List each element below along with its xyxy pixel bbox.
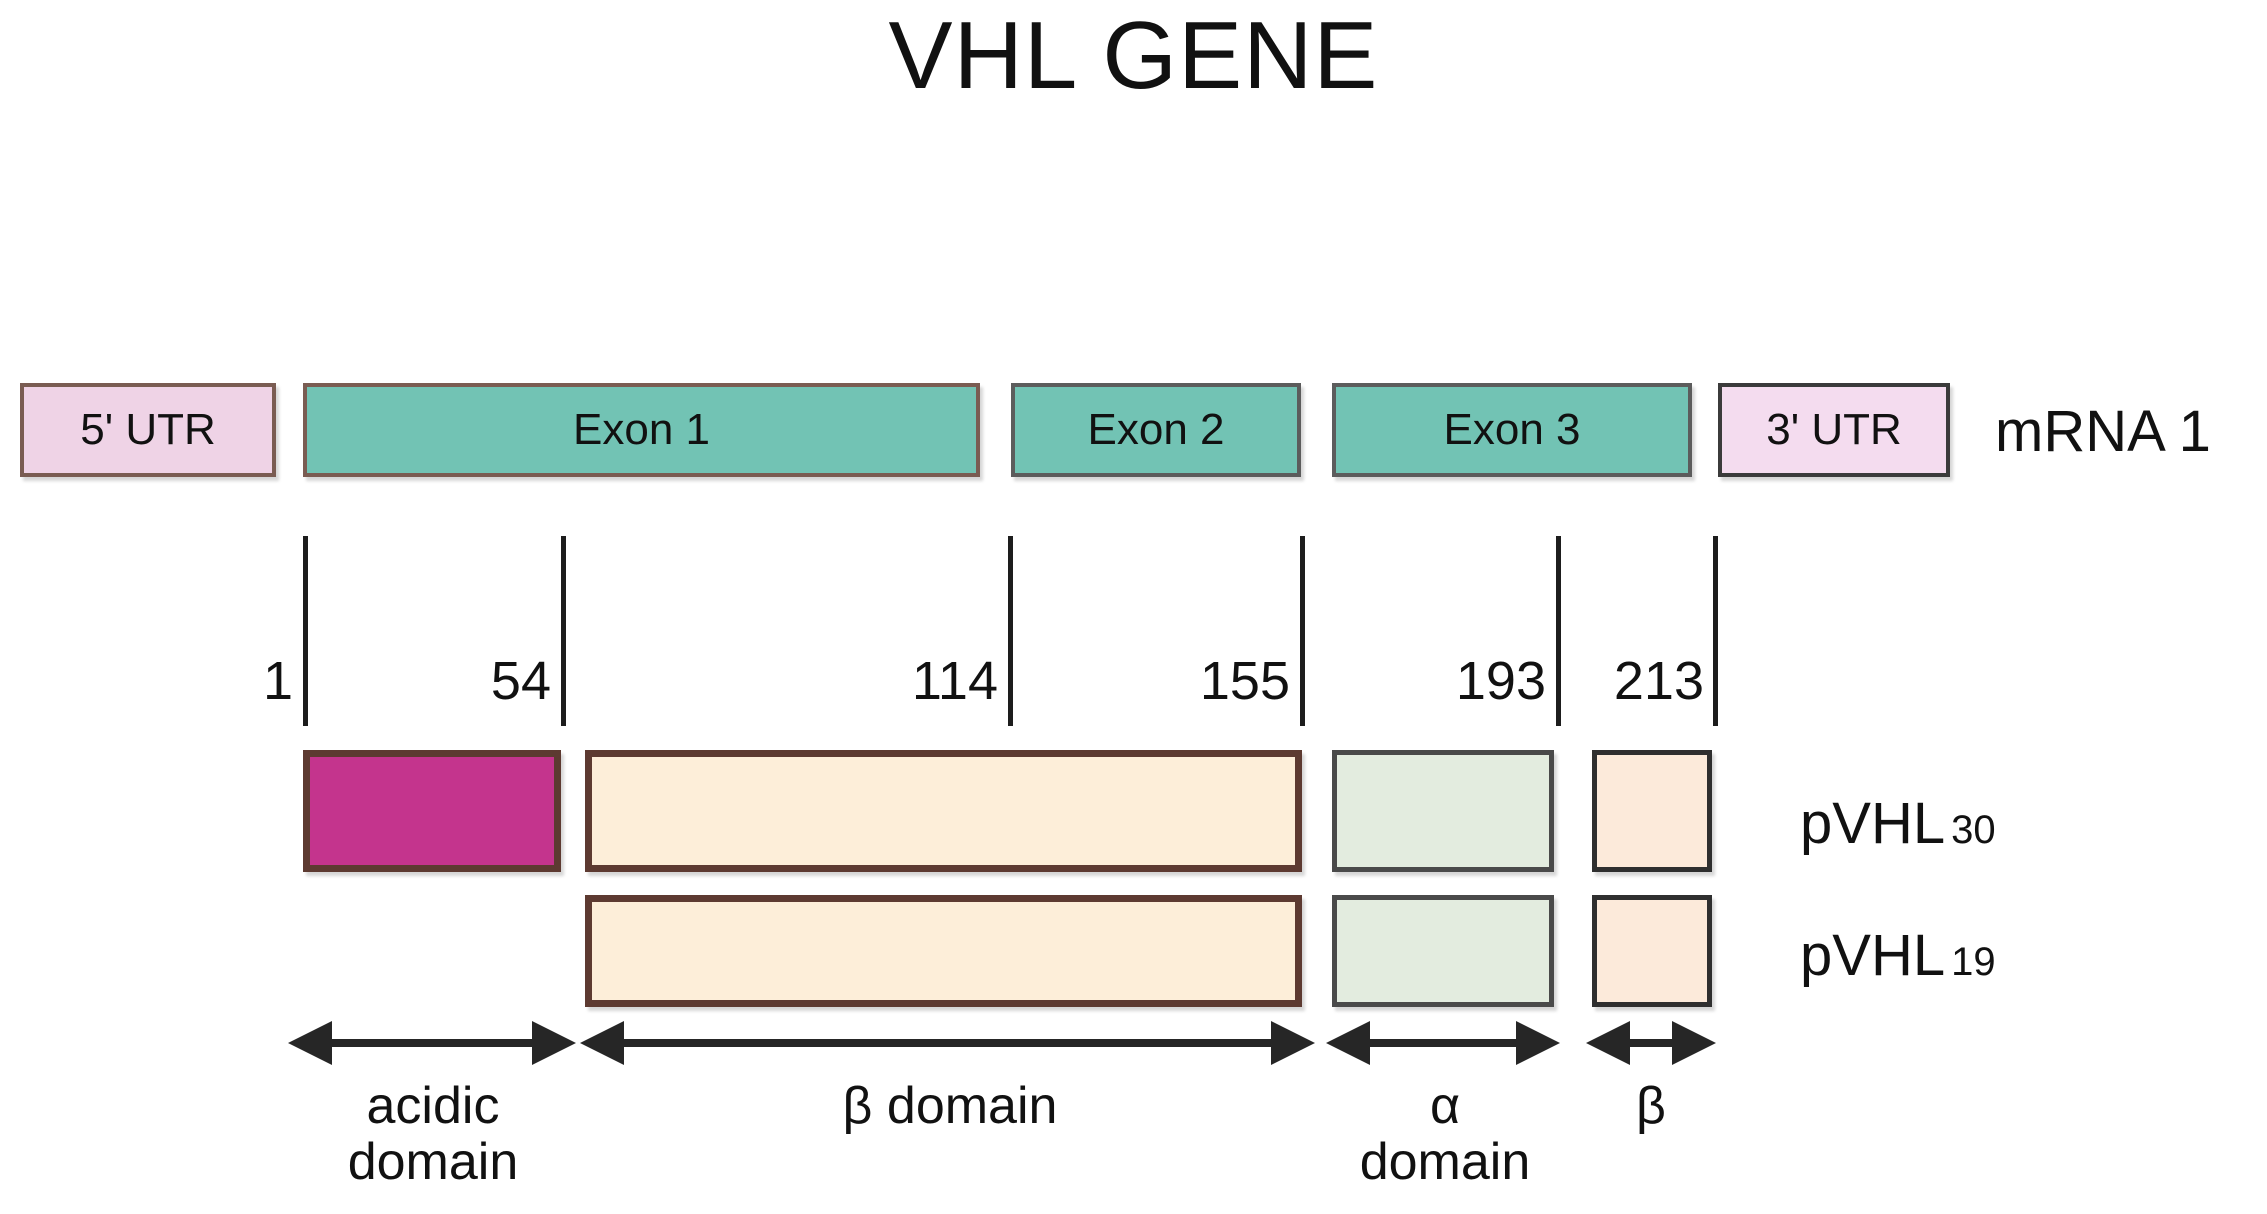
mrna-segment-exon-3[interactable]: Exon 3 xyxy=(1332,383,1692,477)
mrna-segment-3utr[interactable]: 3' UTR xyxy=(1718,383,1950,477)
mrna-segment-exon-1-label: Exon 1 xyxy=(573,405,710,454)
caption-beta: β xyxy=(1636,1077,1666,1135)
tick-number-1: 1 xyxy=(262,651,293,711)
mrna-segment-exon-2-label: Exon 2 xyxy=(1087,405,1225,454)
mrna-segment-exon-1[interactable]: Exon 1 xyxy=(303,383,980,477)
mrna-segment-5utr-label: 5' UTR xyxy=(80,405,216,454)
mrna-segment-3utr-label: 3' UTR xyxy=(1766,405,1902,454)
tick-line-193 xyxy=(1556,536,1561,726)
pvhl30-alpha-domain-box[interactable] xyxy=(1332,750,1554,872)
tick-line-54 xyxy=(561,536,566,726)
pvhl19-beta-box[interactable] xyxy=(1592,895,1712,1007)
pvhl19-alpha-domain-box[interactable] xyxy=(1332,895,1554,1007)
tick-number-155: 155 xyxy=(1199,651,1290,711)
tick-number-213: 213 xyxy=(1613,651,1704,711)
page-title: VHL GENE xyxy=(888,2,1379,109)
pvhl19-subscript: 19 xyxy=(1951,940,1996,984)
mrna-segment-5utr[interactable]: 5' UTR xyxy=(20,383,276,477)
tick-line-1 xyxy=(303,536,308,726)
caption-acidic-domain: acidic domain xyxy=(347,1077,519,1192)
pvhl30-name: pVHL xyxy=(1800,791,1946,856)
tick-line-114 xyxy=(1008,536,1013,726)
tick-line-213 xyxy=(1713,536,1718,726)
pvhl30-beta-box[interactable] xyxy=(1592,750,1712,872)
pvhl19-name: pVHL xyxy=(1800,923,1946,988)
beta-small-arrow xyxy=(1586,1020,1716,1066)
mrna-segment-exon-2[interactable]: Exon 2 xyxy=(1011,383,1301,477)
pvhl30-subscript: 30 xyxy=(1951,808,1996,852)
pvhl30-beta-domain-box[interactable] xyxy=(585,750,1302,872)
beta-domain-arrow xyxy=(580,1020,1315,1066)
acidic-domain-arrow xyxy=(288,1020,576,1066)
tick-line-155 xyxy=(1300,536,1305,726)
alpha-domain-arrow xyxy=(1326,1020,1560,1066)
pvhl30-acidic-domain-box[interactable] xyxy=(303,750,561,872)
mrna-track-label: mRNA 1 xyxy=(1995,399,2211,464)
tick-number-193: 193 xyxy=(1455,651,1546,711)
pvhl19-beta-domain-box[interactable] xyxy=(585,895,1302,1007)
caption-alpha-domain: α domain xyxy=(1359,1077,1531,1192)
mrna-segment-exon-3-label: Exon 3 xyxy=(1443,405,1581,454)
tick-number-114: 114 xyxy=(911,651,998,711)
tick-number-54: 54 xyxy=(490,651,551,711)
caption-beta-domain: β domain xyxy=(842,1077,1058,1135)
